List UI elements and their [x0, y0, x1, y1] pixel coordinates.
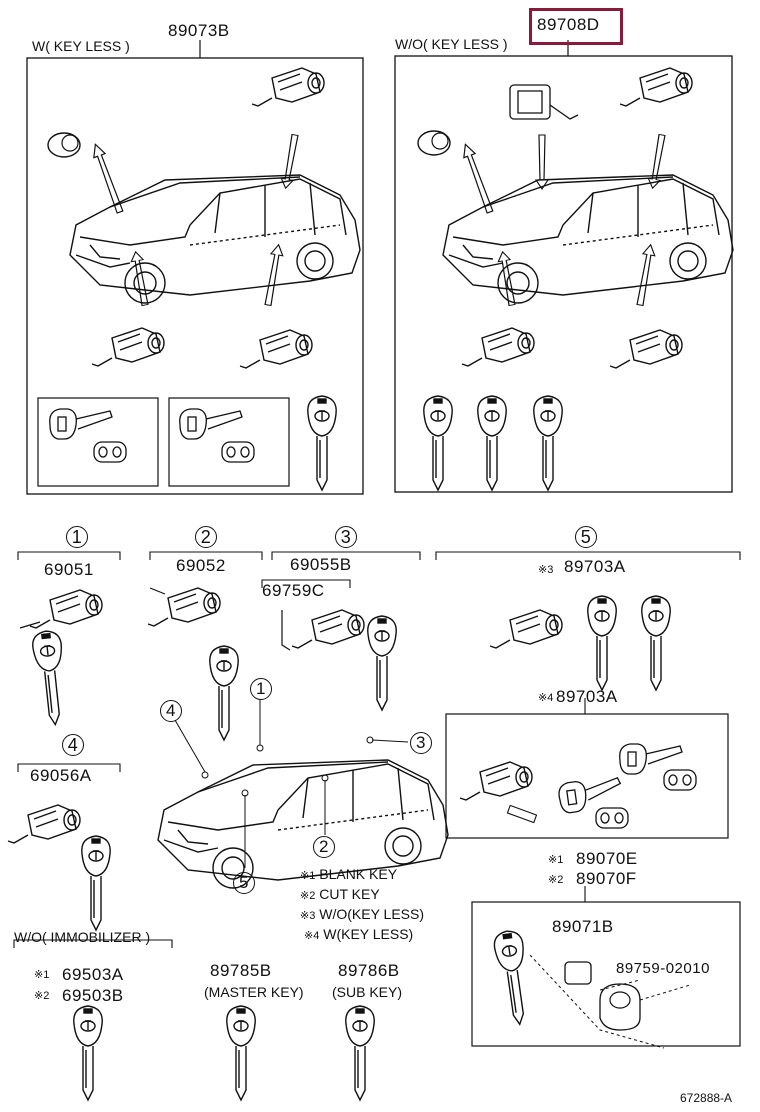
note-mark: ※1 — [300, 870, 316, 882]
g5-a-mark: ※3 — [538, 564, 554, 576]
immobilizer-title: W/O( IMMOBILIZER ) — [14, 929, 151, 945]
car-callout-4: 4 — [160, 700, 182, 722]
note-4: ※4 W(KEY LESS) — [304, 927, 413, 942]
top-right-title: W/O( KEY LESS ) — [395, 36, 508, 52]
note-text: BLANK KEY — [319, 866, 398, 882]
note-2: ※2 CUT KEY — [300, 887, 380, 902]
master-key-label: (MASTER KEY) — [204, 984, 304, 1000]
note-text: W/O(KEY LESS) — [319, 906, 425, 922]
group-2-part[interactable]: 69052 — [176, 556, 226, 575]
car-callout-1: 1 — [250, 678, 272, 700]
immob-1-mark: ※1 — [34, 969, 50, 981]
master-key-part[interactable]: 89785B — [210, 961, 272, 980]
diagram-id: 672888-A — [680, 1091, 733, 1105]
group-2-num: 2 — [195, 526, 217, 548]
car-callout-3: 3 — [410, 732, 432, 754]
note-mark: ※4 — [304, 930, 320, 942]
note-1: ※1 BLANK KEY — [300, 867, 397, 882]
immob-2-mark: ※2 — [34, 990, 50, 1002]
group-3-sub-part[interactable]: 69759C — [262, 581, 325, 600]
g5-a-part[interactable]: 89703A — [564, 557, 626, 576]
highlight-frame — [529, 8, 623, 45]
g5-f-part[interactable]: 89759-02010 — [616, 960, 710, 977]
immob-2-part[interactable]: 69503B — [62, 986, 124, 1005]
group-4-num: 4 — [62, 734, 84, 756]
g5-c-mark: ※1 — [548, 854, 564, 866]
sub-key-part[interactable]: 89786B — [338, 961, 400, 980]
note-mark: ※3 — [300, 910, 316, 922]
g5-c-part[interactable]: 89070E — [576, 849, 638, 868]
g5-d-mark: ※2 — [548, 874, 564, 886]
top-right-part[interactable]: 89708D — [537, 15, 600, 34]
group-1-num: 1 — [66, 526, 88, 548]
immob-1-part[interactable]: 69503A — [62, 965, 124, 984]
group-4-part[interactable]: 69056A — [30, 766, 92, 785]
top-left-part[interactable]: 89073B — [168, 21, 230, 40]
g5-b-part[interactable]: 89703A — [556, 687, 618, 706]
note-text: W(KEY LESS) — [323, 926, 414, 942]
g5-b-mark: ※4 — [538, 692, 554, 704]
note-text: CUT KEY — [319, 886, 380, 902]
group-1-part[interactable]: 69051 — [44, 560, 94, 579]
car-callout-5: 5 — [233, 872, 255, 894]
g5-e-part[interactable]: 89071B — [552, 917, 614, 936]
car-callout-2: 2 — [313, 836, 335, 858]
group-3-part[interactable]: 69055B — [290, 555, 352, 574]
note-3: ※3 W/O(KEY LESS) — [300, 907, 424, 922]
group-3-num: 3 — [335, 526, 357, 548]
note-mark: ※2 — [300, 890, 316, 902]
group-5-num: 5 — [575, 526, 597, 548]
sub-key-label: (SUB KEY) — [332, 984, 403, 1000]
g5-d-part[interactable]: 89070F — [576, 869, 637, 888]
top-left-title: W( KEY LESS ) — [32, 38, 130, 54]
